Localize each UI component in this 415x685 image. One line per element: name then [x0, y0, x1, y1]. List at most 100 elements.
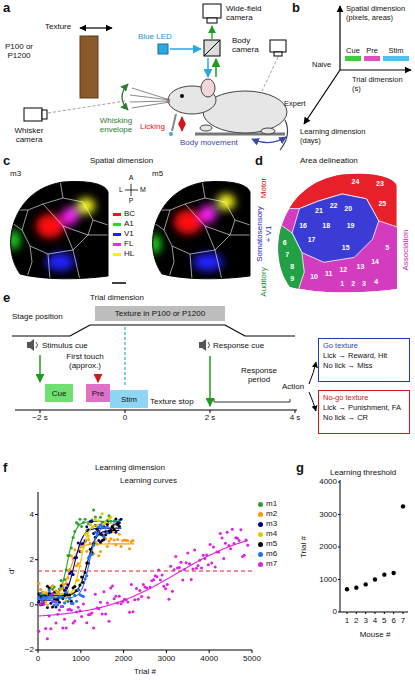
map-label: m5: [152, 169, 163, 178]
setup-illustration-part: [207, 58, 209, 77]
setup-illustration-part: [207, 18, 217, 23]
data-point: [164, 587, 167, 590]
speaker-icon-part: [208, 342, 210, 348]
data-point: [99, 601, 102, 604]
data-point: [239, 528, 242, 531]
data-point: [120, 518, 123, 521]
axis-label: Stage position: [12, 312, 63, 321]
map-label: m3: [10, 169, 21, 178]
part-label: Licking: [140, 122, 165, 131]
compass: [125, 184, 138, 196]
learning-curves-chart-part: [166, 650, 167, 653]
data-point: [243, 554, 246, 557]
data-point: [46, 604, 49, 607]
legend-swatch: [258, 522, 263, 527]
learning-curves-chart-part: [209, 650, 210, 653]
learning-curves-chart-part: [35, 559, 38, 560]
data-point: [60, 584, 63, 587]
trial-timeline-part: [15, 410, 297, 411]
time-window-bar: [364, 56, 380, 61]
data-point: [101, 512, 104, 515]
data-point: [132, 610, 135, 613]
fit-curve: [38, 541, 248, 616]
activity-map-part-part-part: [174, 210, 202, 234]
time-window: Cue: [345, 46, 361, 61]
data-point: [197, 564, 200, 567]
data-point: [128, 611, 131, 614]
time-window-box: Stim: [110, 390, 148, 408]
axis-note: Expert: [284, 100, 306, 109]
box-heading: No-go texture: [323, 393, 368, 403]
area-name: Association: [401, 230, 410, 271]
area-number: 16: [299, 222, 307, 230]
speaker-icon-part: [27, 339, 34, 351]
legend-text: V1: [124, 230, 134, 239]
data-point: [113, 539, 116, 542]
data-point: [75, 600, 78, 603]
setup-illustration-part: [270, 40, 286, 52]
data-point: [132, 539, 135, 542]
data-point: [138, 589, 141, 592]
area-number: 24: [352, 178, 360, 186]
box-text: Texture in P100 or P1200: [115, 309, 205, 318]
area-number: 25: [378, 200, 386, 208]
setup-illustration-part: [80, 36, 98, 98]
data-point: [142, 583, 145, 586]
data-point: [46, 637, 49, 640]
panel-letter: g: [296, 461, 304, 476]
tick-label: 2: [30, 555, 34, 564]
learning-threshold-chart-part: [347, 612, 348, 614]
learning-threshold-chart-part: [375, 612, 376, 614]
learning-threshold-chart: [338, 480, 408, 614]
data-point: [82, 595, 85, 598]
data-point: [61, 627, 64, 630]
data-point: [118, 525, 121, 528]
data-point: [179, 561, 182, 564]
learning-threshold-chart-part: [338, 514, 340, 515]
data-point: [99, 516, 102, 519]
panel-letter: e: [3, 291, 10, 306]
data-point: [226, 531, 229, 534]
data-point: [214, 566, 217, 569]
data-points: [37, 512, 115, 606]
activity-map-part-part-part: [8, 230, 20, 250]
learning-curves-chart-part: [38, 650, 252, 651]
legend-item: BC: [113, 210, 135, 219]
part-label: Body movement: [180, 138, 238, 147]
compass-letter: A: [129, 174, 134, 182]
data-point: [89, 523, 92, 526]
data-point: [171, 590, 174, 593]
learning-threshold-chart-part: [384, 612, 385, 614]
data-point: [159, 578, 162, 581]
data-point: [65, 591, 68, 594]
setup-illustration-part: [262, 57, 278, 91]
tick-label: 2000: [319, 542, 337, 551]
data-point: [106, 523, 109, 526]
trial-timeline: [12, 325, 316, 413]
data-point: [102, 590, 105, 593]
data-point: [126, 539, 129, 542]
fit-curve: [38, 530, 119, 595]
data-point: [224, 542, 227, 545]
setup-illustration-part: [180, 94, 184, 98]
box-text: No lick → Miss: [323, 361, 373, 371]
activity-map-part: [11, 181, 108, 278]
time-window-box: Cue: [45, 384, 73, 402]
data-point: [48, 589, 51, 592]
data-point: [94, 518, 97, 521]
trial-timeline-part: [40, 410, 295, 413]
data-points: [37, 518, 122, 609]
data-point: [77, 562, 80, 565]
activity-map-part: [8, 180, 108, 280]
area-map: [275, 172, 397, 294]
setup-illustration-part-part: [132, 102, 170, 108]
setup-illustration-part: [130, 88, 170, 108]
panel-title: Trial dimension: [90, 293, 144, 302]
data-points: [37, 528, 249, 640]
data-points: [37, 518, 120, 609]
area-number: 20: [344, 205, 352, 213]
tick-label: 3000: [319, 510, 337, 519]
data-point: [382, 572, 386, 576]
fit-curve: [38, 526, 109, 598]
trial-timeline-part: [124, 327, 125, 386]
